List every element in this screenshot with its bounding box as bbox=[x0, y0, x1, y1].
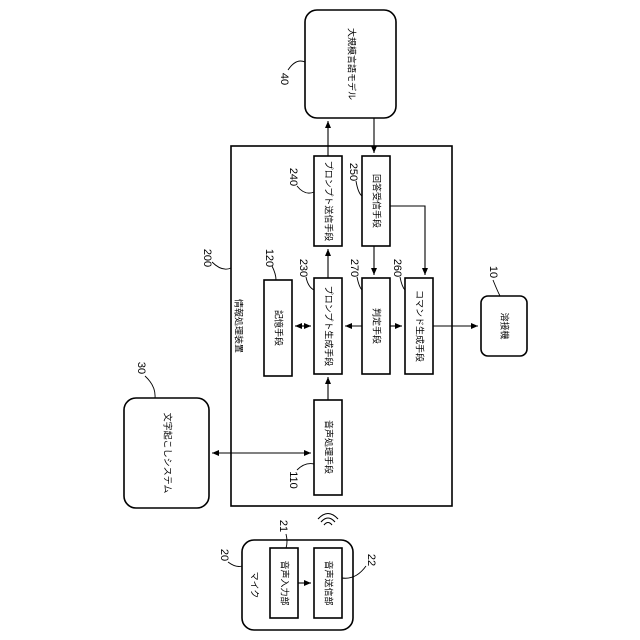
device-number: 200 bbox=[201, 249, 213, 267]
transcription-leader bbox=[145, 376, 155, 398]
llm-label: 大規模言語モデル bbox=[346, 28, 358, 100]
answer-recv-label: 回答受信手段 bbox=[371, 174, 383, 228]
voice-proc-label: 音声処理手段 bbox=[323, 420, 335, 474]
cmd-gen-label: コマンド生成手段 bbox=[414, 290, 426, 362]
voice-proc-number: 110 bbox=[287, 471, 299, 489]
storage-label: 記憶手段 bbox=[273, 310, 285, 346]
prompt-send-number: 240 bbox=[287, 168, 299, 186]
voice-send-number: 22 bbox=[365, 554, 377, 566]
welder-leader bbox=[493, 280, 500, 296]
prompt-send-label: プロンプト送信手段 bbox=[323, 161, 335, 242]
prompt-gen-label: プロンプト生成手段 bbox=[323, 286, 335, 367]
welder-number: 10 bbox=[487, 266, 499, 278]
device-title: 情報処理装置 bbox=[233, 299, 245, 353]
llm-number: 40 bbox=[278, 73, 290, 85]
voice-send-label: 音声送信部 bbox=[323, 560, 335, 605]
mic-title: マイク bbox=[249, 572, 260, 599]
mic-leader bbox=[228, 562, 242, 567]
transcription-label: 文字起こしシステム bbox=[162, 413, 174, 494]
storage-number: 120 bbox=[263, 249, 275, 267]
welder-label: 溶接機 bbox=[499, 312, 511, 339]
prompt-gen-number: 230 bbox=[297, 259, 309, 277]
wireless-signal-icon bbox=[318, 514, 338, 526]
transcription-number: 30 bbox=[135, 362, 147, 374]
voice-input-label: 音声入力部 bbox=[279, 560, 291, 605]
llm-leader-line bbox=[288, 61, 305, 70]
cmd-gen-number: 260 bbox=[391, 259, 403, 277]
mic-number: 20 bbox=[218, 549, 230, 561]
voice-input-number: 21 bbox=[277, 520, 289, 532]
device-leader-line bbox=[212, 262, 231, 269]
judge-number: 270 bbox=[348, 259, 360, 277]
answer-recv-number: 250 bbox=[347, 163, 359, 181]
judge-label: 判定手段 bbox=[371, 308, 383, 344]
